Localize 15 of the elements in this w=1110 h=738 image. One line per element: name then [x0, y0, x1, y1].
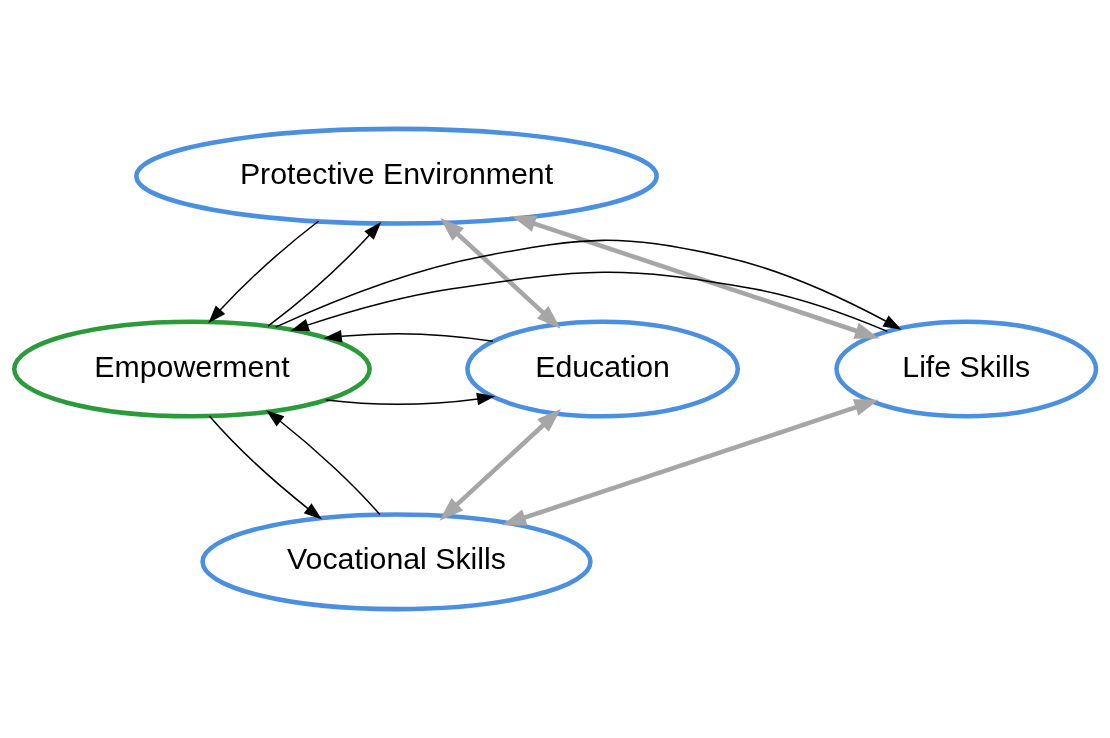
arrow: [501, 399, 879, 526]
arrow: [439, 408, 561, 521]
arrow: [511, 215, 880, 339]
arrow: [208, 220, 320, 324]
node-ellipse: Education: [465, 319, 741, 419]
arrow: [274, 239, 902, 330]
arrow: [323, 329, 494, 343]
node-ellipse: Vocational Skills: [200, 512, 593, 612]
arrow: [267, 221, 382, 327]
node-ellipse: Protective Environment: [134, 126, 659, 226]
arrow: [325, 392, 496, 406]
arrow: [290, 271, 889, 333]
arrow: [266, 410, 381, 516]
arrow: [208, 415, 323, 520]
arrow: [440, 218, 561, 329]
